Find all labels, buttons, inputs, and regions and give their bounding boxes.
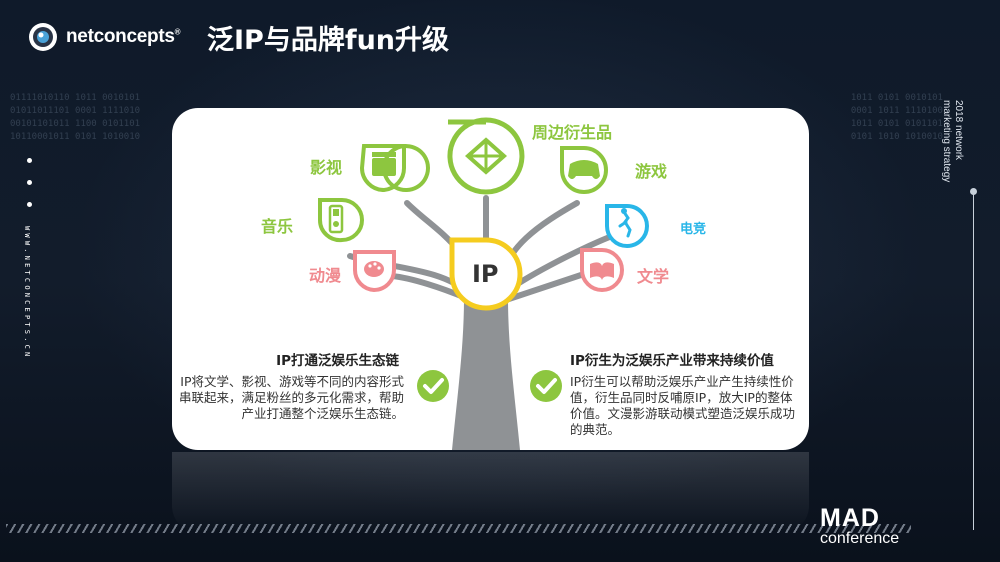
right-check-icon <box>530 370 562 402</box>
mad-conference-logo[interactable]: MAD conference <box>820 506 899 547</box>
mad-logo-text: MAD <box>820 504 880 532</box>
left-check-icon <box>417 370 449 402</box>
label-anime: 动漫 <box>309 266 342 285</box>
right-line-dot <box>970 188 977 195</box>
ip-center-node[interactable] <box>449 237 523 311</box>
brand-logo[interactable]: netconcepts® <box>28 22 181 52</box>
games-node[interactable] <box>560 146 608 194</box>
right-vertical-line <box>973 192 974 530</box>
label-film: 影视 <box>310 158 343 177</box>
card-reflection <box>172 452 809 532</box>
merch-node[interactable] <box>447 117 525 195</box>
left-block-text: IP将文学、影视、游戏等不同的内容形式 串联起来，满足粉丝的多元化需求，帮助 产… <box>178 374 404 421</box>
ip-tree-diagram <box>317 117 649 450</box>
label-music: 音乐 <box>261 217 294 236</box>
left-block-title: IP打通泛娱乐生态链 <box>276 353 399 369</box>
brand-name: netconcepts® <box>66 26 181 47</box>
page-title: 泛IP与品牌fun升级 <box>207 25 450 56</box>
film-node[interactable] <box>359 144 430 193</box>
ip-tree-card: 影视 音乐 动漫 周边衍生品 游戏 电竞 文学 IP IP打通泛娱乐生态链 IP… <box>172 108 809 450</box>
conference-text: conference <box>820 530 900 547</box>
literature-node[interactable] <box>580 248 624 292</box>
right-block-title: IP衍生为泛娱乐产业带来持续价值 <box>570 353 774 369</box>
side-url[interactable]: WWW.NETCONCEPTS.CN <box>23 226 31 360</box>
anime-node[interactable] <box>352 250 396 293</box>
side-dots <box>27 158 32 224</box>
netconcepts-logo-icon <box>29 23 57 51</box>
label-esports: 电竞 <box>680 222 707 237</box>
music-node[interactable] <box>317 198 364 243</box>
ip-center-label: IP <box>472 260 499 288</box>
footer-stripe <box>6 524 911 533</box>
background-code-right: 1011 0101 0010101 0001 1011 1110100 1011… <box>850 93 943 142</box>
esports-node[interactable] <box>605 204 649 248</box>
label-merch: 周边衍生品 <box>532 123 613 142</box>
right-block-text: IP衍生可以帮助泛娱乐产业产生持续性价 值，衍生品同时反哺原IP，放大IP的整体… <box>570 374 796 437</box>
label-literature: 文学 <box>637 267 670 286</box>
label-games: 游戏 <box>635 162 668 181</box>
background-code-left: 01111010110 1011 0010101 01011011101 000… <box>10 93 141 142</box>
